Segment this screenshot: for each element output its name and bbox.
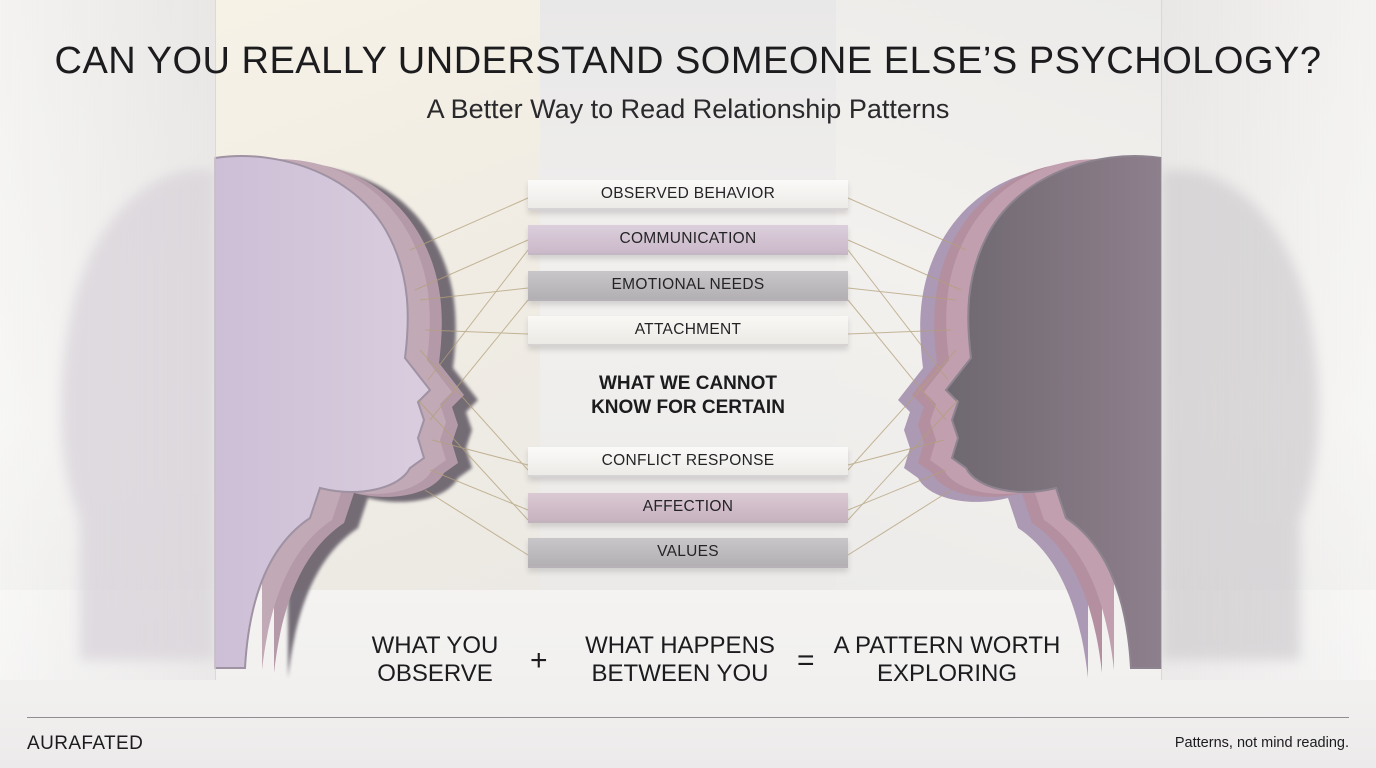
- layer-observed-behavior: OBSERVED BEHAVIOR: [528, 180, 848, 210]
- right-head-profile-icon: [898, 155, 1162, 678]
- layer-attachment: ATTACHMENT: [528, 316, 848, 346]
- layer-conflict-response: CONFLICT RESPONSE: [528, 447, 848, 477]
- equation-plus-sign: +: [530, 644, 548, 677]
- equation-term-between-line-2: BETWEEN YOU: [591, 660, 769, 687]
- equation-term-observe-line-2: OBSERVE: [377, 660, 493, 687]
- layer-emotional-needs: EMOTIONAL NEEDS: [528, 271, 848, 301]
- equation-term-pattern: A PATTERN WORTH EXPLORING: [822, 632, 1072, 688]
- equation-term-between-line-1: WHAT HAPPENS: [585, 632, 775, 659]
- unknown-label: WHAT WE CANNOT KNOW FOR CERTAIN: [528, 372, 848, 420]
- equation-term-pattern-line-2: EXPLORING: [876, 660, 1018, 687]
- left-head-profile-icon: [214, 155, 478, 678]
- equation-term-pattern-line-1: A PATTERN WORTH: [833, 632, 1061, 659]
- brand-name: AURAFATED: [27, 733, 144, 754]
- equation-equals-sign: =: [797, 644, 815, 677]
- unknown-label-line-1: WHAT WE CANNOT: [598, 373, 777, 394]
- layer-communication: COMMUNICATION: [528, 225, 848, 255]
- unknown-label-line-2: KNOW FOR CERTAIN: [591, 397, 785, 418]
- page-title: CAN YOU REALLY UNDERSTAND SOMEONE ELSE’S…: [54, 40, 1322, 82]
- glass-panel-right: [1161, 0, 1376, 680]
- footer-divider: [27, 717, 1349, 718]
- connection-threads: [409, 197, 967, 556]
- equation-term-observe-line-1: WHAT YOU: [371, 632, 499, 659]
- equation-term-observe: WHAT YOU OBSERVE: [350, 632, 520, 688]
- layer-affection: AFFECTION: [528, 493, 848, 523]
- glass-panel-left: [0, 0, 216, 680]
- layer-values: VALUES: [528, 538, 848, 568]
- equation-term-between: WHAT HAPPENS BETWEEN YOU: [570, 632, 790, 688]
- page-subtitle: A Better Way to Read Relationship Patter…: [426, 94, 950, 124]
- footer-tagline: Patterns, not mind reading.: [1174, 735, 1349, 751]
